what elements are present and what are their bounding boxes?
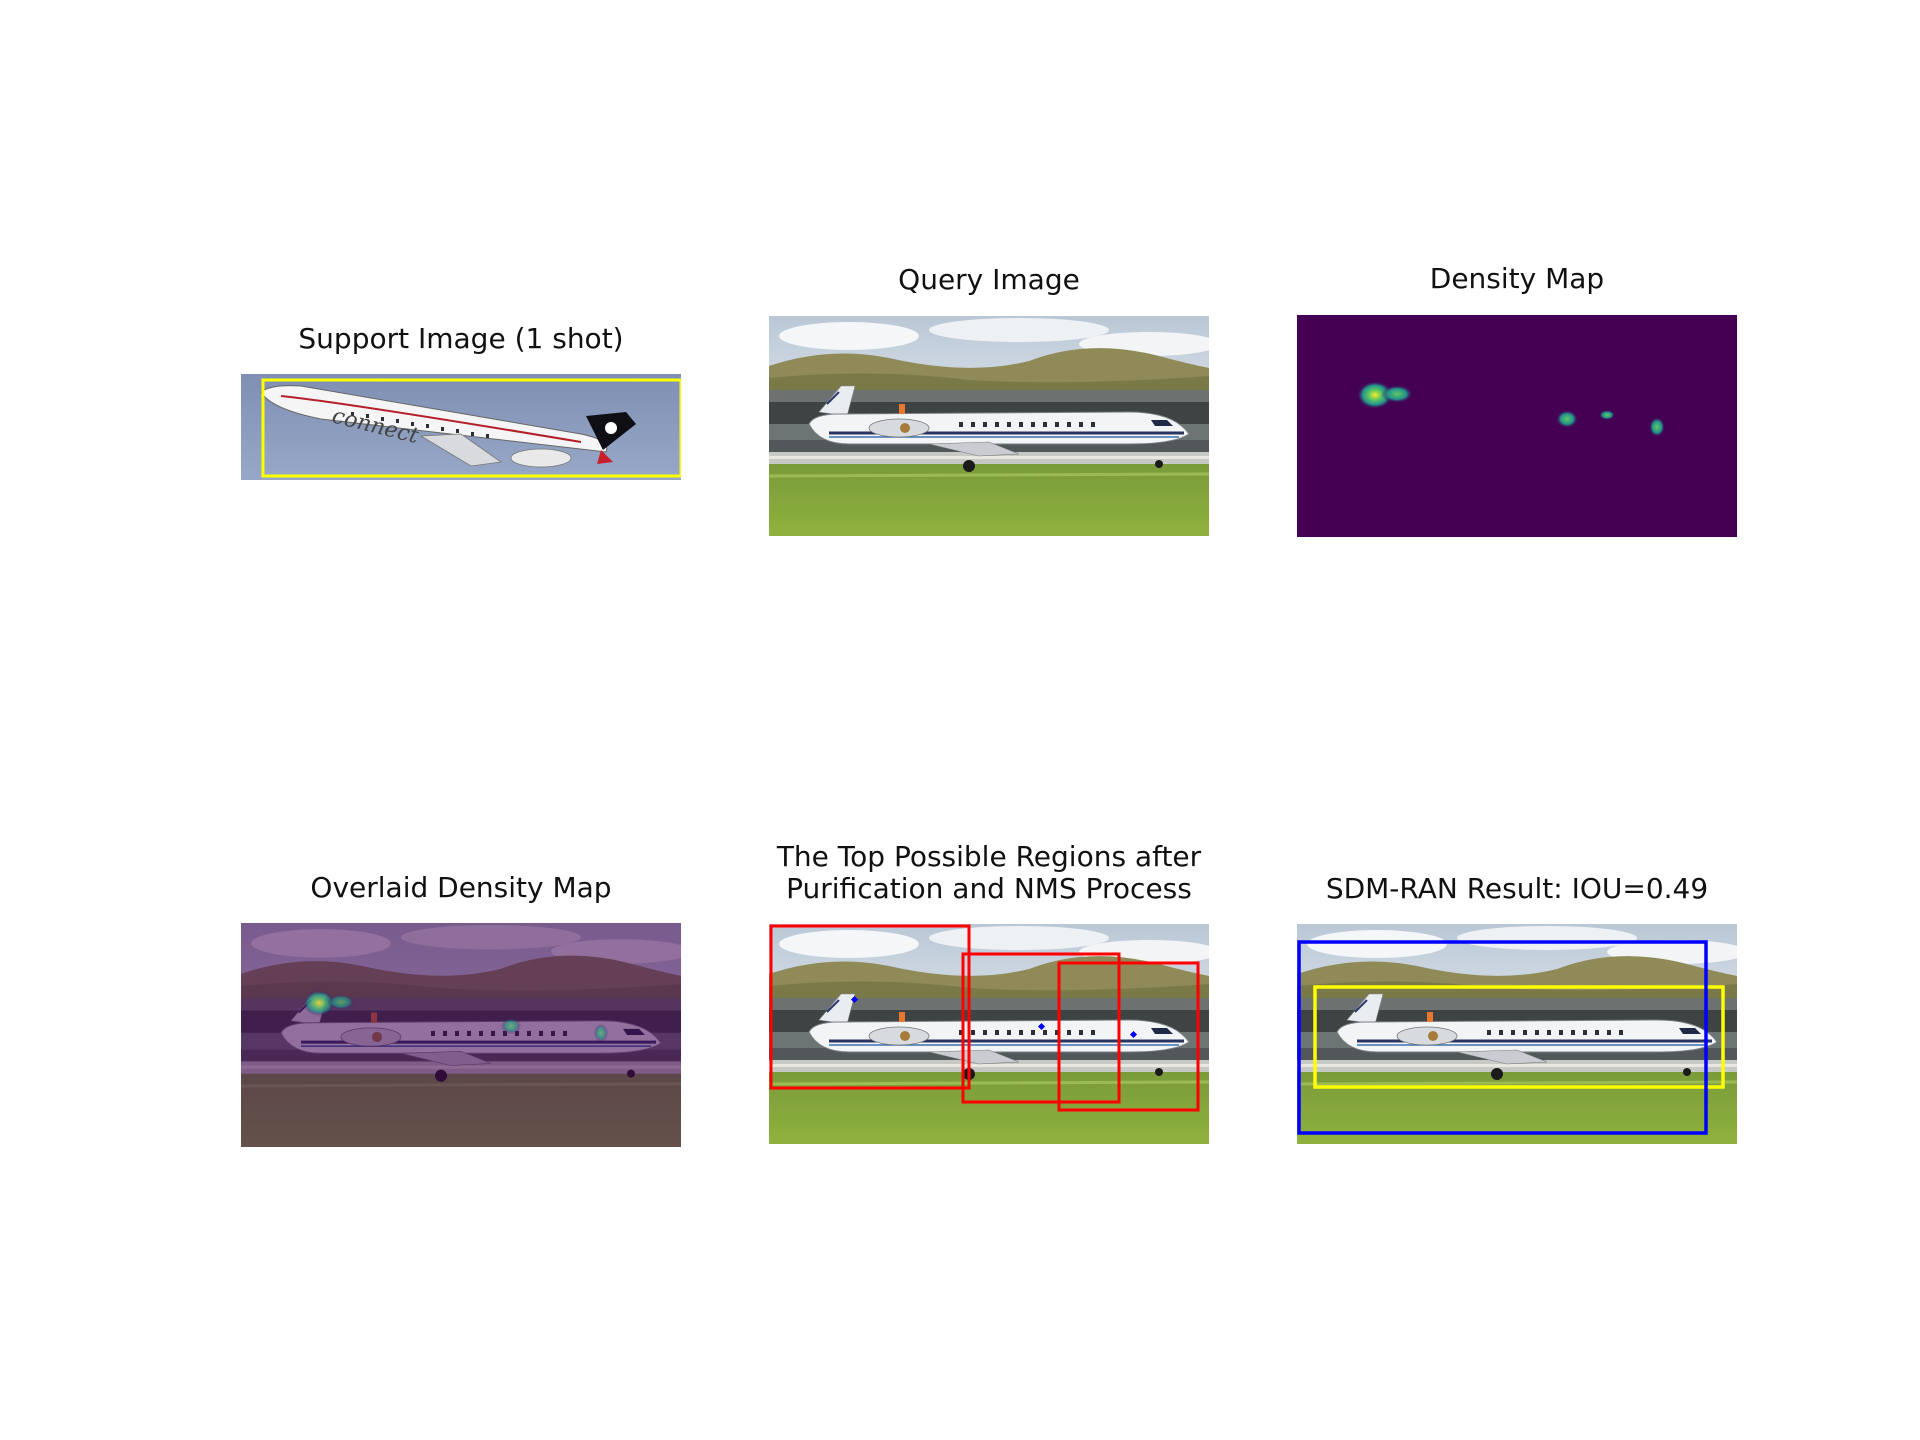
airplane-photo bbox=[769, 316, 1209, 536]
density-map-title: Density Map bbox=[1429, 262, 1605, 295]
support-image-title: Support Image (1 shot) bbox=[298, 322, 624, 355]
result-panel bbox=[1297, 924, 1737, 1144]
regions-panel bbox=[769, 924, 1209, 1144]
region-box bbox=[1057, 961, 1200, 1112]
airplane-photo bbox=[769, 924, 1209, 1144]
regions-title-line2: Purification and NMS Process bbox=[786, 872, 1192, 905]
prediction-box bbox=[1297, 940, 1708, 1135]
overlaid-density-map-panel bbox=[241, 923, 681, 1147]
region-box bbox=[769, 924, 971, 1090]
airplane-photo bbox=[1297, 924, 1737, 1144]
regions-title-line1: The Top Possible Regions after bbox=[776, 840, 1202, 873]
airplane-photo bbox=[241, 374, 681, 480]
query-image-panel bbox=[769, 316, 1209, 536]
overlaid-density-map-title: Overlaid Density Map bbox=[310, 871, 612, 904]
density-map-panel bbox=[1297, 315, 1737, 537]
ground-truth-box bbox=[1313, 985, 1725, 1089]
query-image-title: Query Image bbox=[898, 263, 1080, 296]
support-box bbox=[261, 378, 681, 478]
region-box bbox=[961, 952, 1121, 1104]
result-title: SDM-RAN Result: IOU=0.49 bbox=[1325, 872, 1709, 905]
regions-title: The Top Possible Regions after Purificat… bbox=[749, 841, 1229, 905]
support-image-panel bbox=[241, 374, 681, 480]
